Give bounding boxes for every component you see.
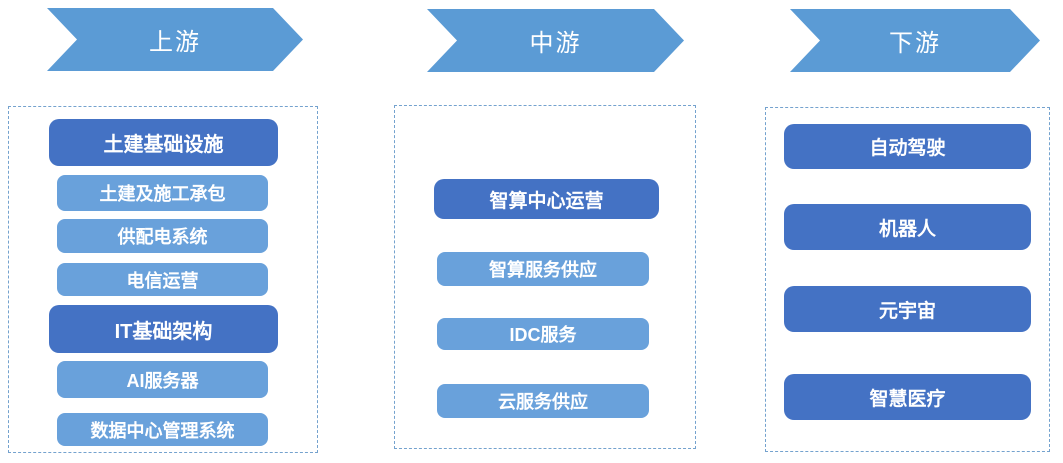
node-cloud-service-supply: 云服务供应 bbox=[437, 384, 649, 418]
node-metaverse: 元宇宙 bbox=[784, 286, 1031, 332]
header-upstream-label: 上游 bbox=[149, 29, 201, 56]
node-telecom-operation: 电信运营 bbox=[57, 263, 268, 296]
node-idc-service: IDC服务 bbox=[437, 318, 649, 350]
node-datacenter-management-system: 数据中心管理系统 bbox=[57, 413, 268, 446]
node-ai-server: AI服务器 bbox=[57, 361, 268, 398]
node-smart-healthcare: 智慧医疗 bbox=[784, 374, 1031, 420]
header-midstream-label: 中游 bbox=[529, 30, 582, 57]
node-ai-computing-service-supply: 智算服务供应 bbox=[437, 252, 649, 286]
node-power-supply-system: 供配电系统 bbox=[57, 219, 268, 253]
midstream-group-box: 智算中心运营 智算服务供应 IDC服务 云服务供应 bbox=[394, 105, 696, 449]
header-downstream-label: 下游 bbox=[889, 30, 941, 57]
node-construction-contracting: 土建及施工承包 bbox=[57, 175, 268, 211]
upstream-group-box: 土建基础设施 土建及施工承包 供配电系统 电信运营 IT基础架构 AI服务器 数… bbox=[8, 106, 318, 453]
header-downstream-arrow: 下游 bbox=[790, 9, 1040, 72]
node-aidc-operation: 智算中心运营 bbox=[434, 179, 659, 219]
node-robotics: 机器人 bbox=[784, 204, 1031, 250]
downstream-group-box: 自动驾驶 机器人 元宇宙 智慧医疗 bbox=[765, 107, 1050, 452]
node-autonomous-driving: 自动驾驶 bbox=[784, 124, 1031, 169]
header-midstream-arrow: 中游 bbox=[427, 9, 684, 72]
node-it-infrastructure: IT基础架构 bbox=[49, 305, 278, 353]
node-civil-infrastructure: 土建基础设施 bbox=[49, 119, 278, 166]
header-upstream-arrow: 上游 bbox=[47, 8, 303, 71]
